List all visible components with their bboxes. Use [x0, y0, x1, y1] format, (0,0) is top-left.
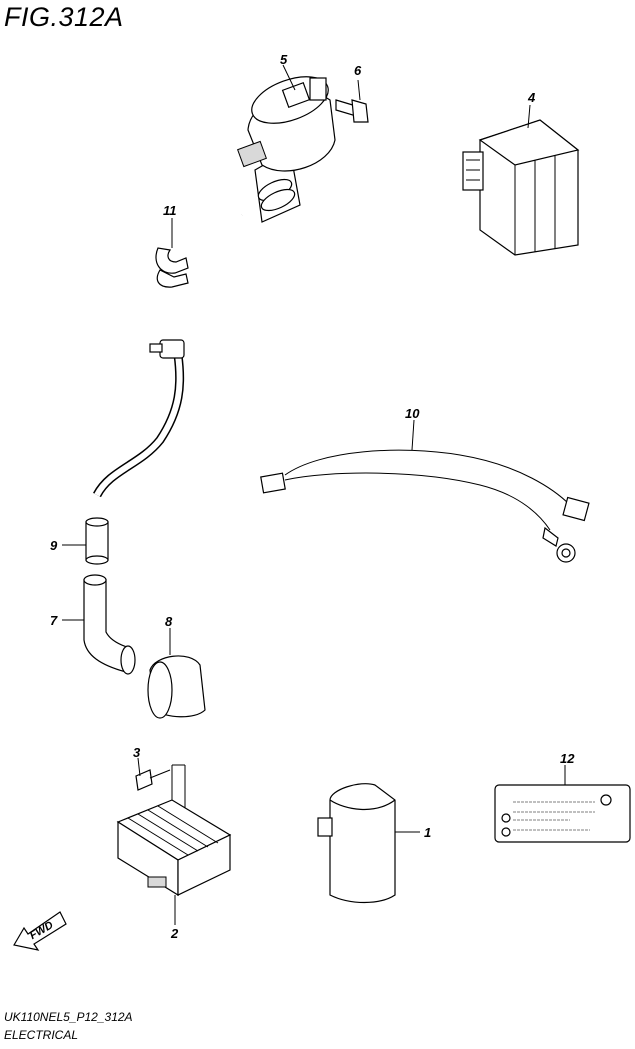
caution-label-12[interactable]	[494, 765, 631, 843]
callout-6: 6	[354, 63, 362, 78]
callout-2: 2	[171, 926, 179, 941]
callout-8: 8	[165, 614, 173, 629]
ecm-unit[interactable]	[462, 104, 580, 256]
cover-8[interactable]	[147, 628, 206, 719]
plug-boot-7[interactable]	[62, 574, 136, 675]
callout-12: 12	[560, 751, 575, 766]
figure-title: FIG.312A	[4, 2, 124, 32]
footer-code: UK110NEL5_P12_312A	[4, 1010, 133, 1024]
regulator-2[interactable]	[116, 799, 232, 925]
wiring-harness-10[interactable]	[260, 419, 590, 563]
ignition-coil[interactable]	[93, 64, 336, 498]
callout-10: 10	[405, 406, 420, 421]
callout-3: 3	[133, 745, 141, 760]
bolt-6[interactable]	[335, 79, 369, 123]
footer-section: ELECTRICAL	[4, 1028, 79, 1042]
plug-cap-9[interactable]	[62, 517, 109, 565]
callout-5: 5	[280, 52, 288, 67]
callout-9: 9	[50, 538, 58, 553]
clamp-11[interactable]	[155, 218, 189, 288]
callout-4: 4	[528, 90, 536, 105]
callout-7: 7	[50, 613, 58, 628]
relay-1[interactable]	[317, 783, 420, 904]
fwd-arrow-icon	[13, 911, 67, 951]
callout-11: 11	[163, 203, 177, 218]
callout-1: 1	[424, 825, 432, 840]
